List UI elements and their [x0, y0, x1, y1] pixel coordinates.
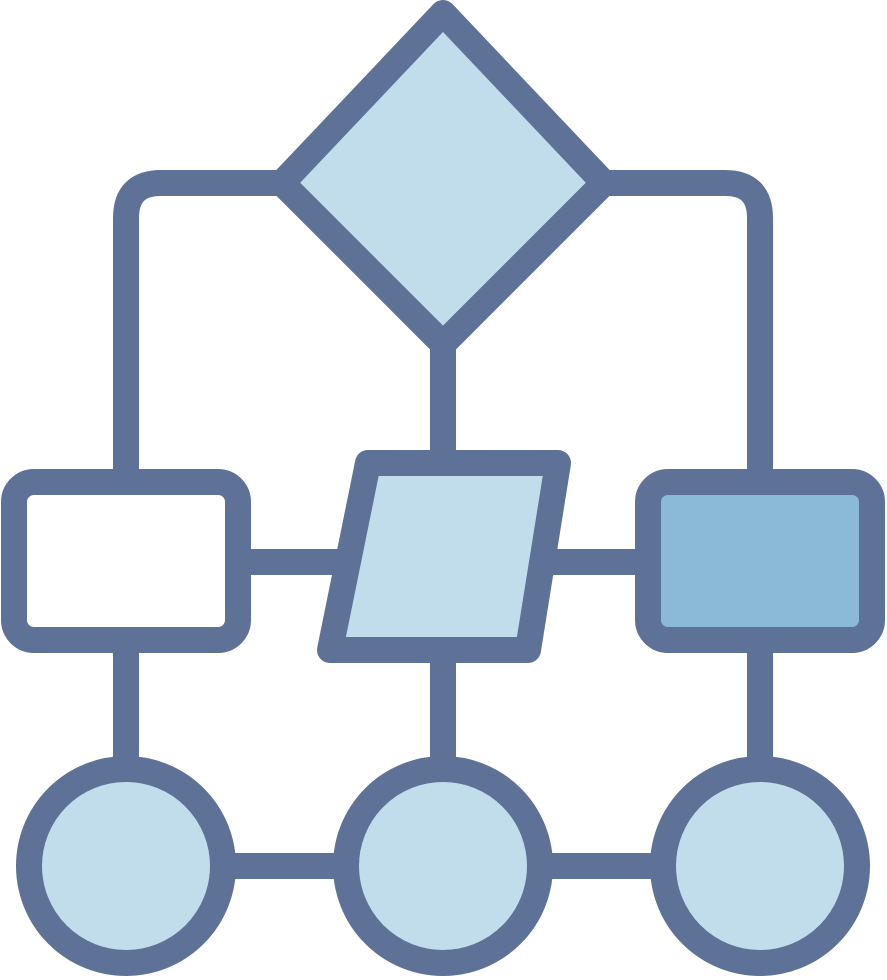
process-box-left [1, 469, 251, 653]
decision-diamond [269, 0, 617, 357]
terminal-circle-left [16, 756, 236, 976]
terminal-circle-right [650, 756, 870, 976]
connector-decision-to-left [113, 170, 296, 495]
process-box-right [635, 469, 885, 653]
connectors [113, 170, 773, 879]
connector-decision-to-right [590, 170, 773, 495]
input-output-parallelogram [317, 450, 571, 663]
terminal-circle-center [333, 756, 553, 976]
